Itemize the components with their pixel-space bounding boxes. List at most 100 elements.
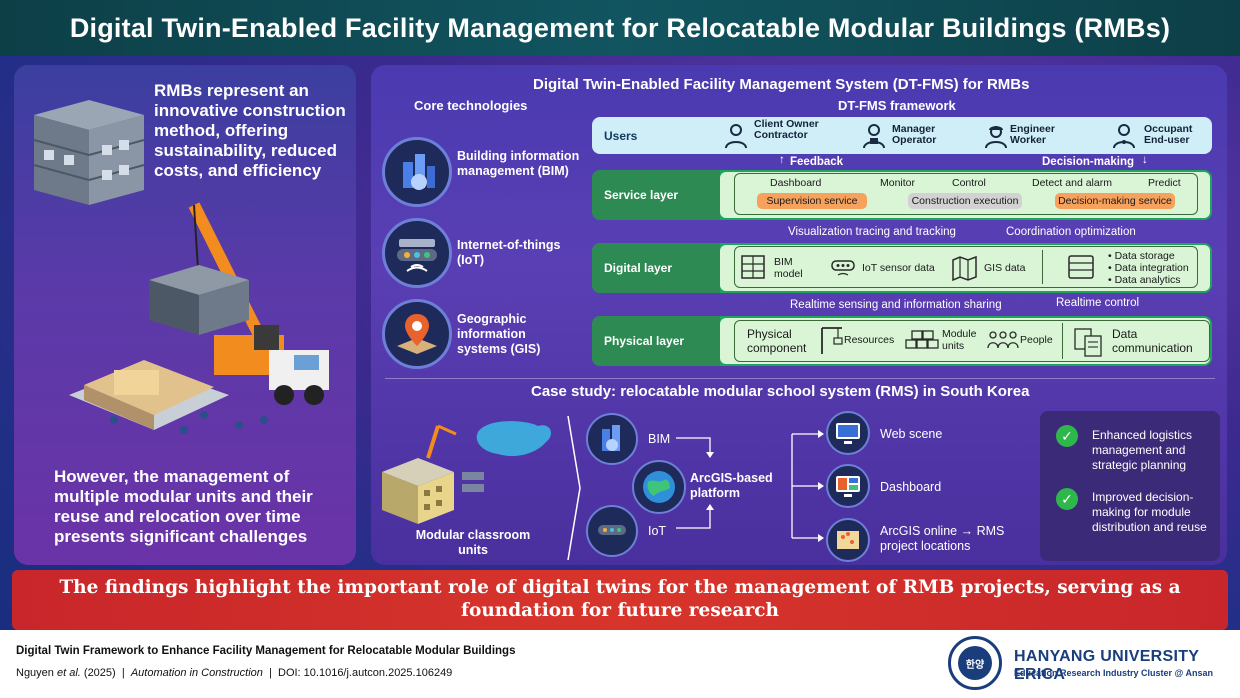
digital-item-iot: IoT sensor data — [862, 262, 935, 274]
case-iot-icon — [586, 505, 638, 557]
output-arrows — [791, 430, 824, 542]
university-seal-icon: 한양 — [948, 636, 1002, 690]
users-label: Users — [604, 129, 638, 143]
physical-layer-content — [720, 318, 1210, 364]
left-intro-text: RMBs represent an innovative constructio… — [154, 81, 346, 180]
lifted-module-icon — [149, 265, 249, 335]
web-scene-icon — [826, 411, 870, 455]
findings-text: The findings highlight the important rol… — [59, 577, 1181, 621]
user-group-engineer: Engineer Worker — [1010, 123, 1055, 146]
dashboard-icon — [826, 464, 870, 508]
citation-separator: | — [118, 667, 128, 679]
service-layer-frame — [734, 173, 1198, 215]
construction-execution-pill: Construction execution — [908, 193, 1022, 209]
paper-title: Digital Twin Framework to Enhance Facili… — [16, 645, 516, 657]
case-iot-label: IoT — [648, 524, 667, 538]
gis-data-map-icon — [952, 255, 977, 282]
citation: Nguyen et al. (2025) | Automation in Con… — [16, 667, 452, 679]
left-panel: RMBs represent an innovative constructio… — [14, 65, 356, 565]
core-technologies-label: Core technologies — [414, 98, 528, 113]
physical-divider — [1062, 323, 1063, 359]
data-op-analytics: • Data analytics — [1108, 274, 1181, 286]
physical-layer-frame — [734, 320, 1210, 362]
feedback-arrow-icon: ↑ — [779, 154, 785, 166]
outcome-logistics: Enhanced logistics management and strate… — [1092, 428, 1193, 472]
bim-model-icon — [741, 255, 765, 279]
data-communication-icon — [1074, 328, 1102, 357]
digital-layer-content — [720, 245, 1210, 291]
digital-divider — [1042, 250, 1043, 284]
construction-site-icon — [69, 360, 268, 434]
title-bar: Digital Twin-Enabled Facility Management… — [0, 0, 1240, 56]
citation-doi: DOI: 10.1016/j.autcon.2025.106249 — [278, 667, 453, 679]
iot-sensor-icon — [382, 218, 452, 288]
digital-item-bim: BIM model — [774, 256, 803, 280]
digital-item-gis: GIS data — [984, 262, 1026, 274]
output-web-scene: Web scene — [880, 427, 943, 441]
decision-arrow-icon: ↓ — [1142, 154, 1148, 166]
engineer-user-icon — [985, 126, 1007, 149]
iot-label: Internet-of-things (IoT) — [457, 238, 561, 267]
seal-inner: 한양 — [958, 646, 992, 680]
bim-label: Building information management (BIM) — [457, 149, 580, 178]
university-name: HANYANG UNIVERSITY ERICA — [1014, 648, 1199, 683]
realtime-sensing-connector: Realtime sensing and information sharing — [790, 299, 1002, 311]
data-ops-list: • Data storage • Data integration • Data… — [1108, 250, 1189, 286]
modular-building-icon — [33, 100, 145, 205]
client-user-icon — [725, 124, 747, 149]
realtime-control-connector: Realtime control — [1056, 297, 1140, 309]
decision-making-label: Decision-making — [1042, 156, 1135, 168]
physical-item-modules: Module units — [942, 328, 977, 352]
case-bim-label: BIM — [648, 432, 671, 446]
digital-layer-label: Digital layer — [604, 261, 673, 275]
case-bracket-icon — [567, 415, 581, 561]
service-layer-label: Service layer — [604, 188, 679, 202]
case-bim-icon — [586, 413, 638, 465]
left-challenge-text: However, the management of multiple modu… — [54, 467, 313, 546]
page-title: Digital Twin-Enabled Facility Management… — [69, 12, 1171, 43]
service-item-dashboard: Dashboard — [770, 177, 822, 189]
outcome-decision-making: Improved decision-making for module dist… — [1092, 490, 1207, 534]
decision-service-pill: Decision-making service — [1055, 193, 1175, 209]
check-icon: ✓ — [1056, 488, 1078, 510]
coordination-connector: Coordination optimization — [1006, 226, 1136, 238]
service-item-control: Control — [952, 177, 986, 189]
physical-layer-label: Physical layer — [604, 334, 685, 348]
physical-item-people: People — [1020, 334, 1053, 346]
supervision-service-pill: Supervision service — [757, 193, 867, 209]
platform-arrows — [676, 437, 714, 529]
module-units-icon — [905, 330, 939, 349]
bim-icon — [382, 137, 452, 207]
construction-illustration — [33, 100, 329, 434]
physical-item-data-communication: Data communication — [1112, 327, 1193, 355]
check-icon: ✓ — [1056, 425, 1078, 447]
iot-sensor-data-icon — [831, 260, 855, 276]
section-divider — [385, 378, 1215, 379]
visualization-connector: Visualization tracing and tracking — [788, 226, 956, 238]
arcgis-globe-icon — [632, 460, 686, 514]
data-op-storage: • Data storage — [1108, 250, 1175, 262]
physical-item-component: Physical component — [747, 327, 807, 355]
findings-banner — [12, 570, 1228, 630]
classroom-label: Modular classroom units — [415, 528, 531, 557]
user-group-occupant: Occupant End-user — [1144, 123, 1193, 146]
feedback-label: Feedback — [790, 156, 844, 168]
service-item-predict: Predict — [1148, 177, 1181, 189]
gis-pin-icon — [382, 299, 452, 369]
output-dashboard: Dashboard — [880, 480, 942, 494]
platform-label: ArcGIS-based platform — [690, 471, 773, 500]
service-item-detect: Detect and alarm — [1032, 177, 1112, 189]
citation-authors: Nguyen — [16, 667, 54, 679]
resources-crane-icon — [821, 327, 843, 354]
physical-item-resources: Resources — [844, 334, 895, 346]
university-subtitle: Education Research Industry Cluster @ An… — [1014, 668, 1213, 678]
system-title: Digital Twin-Enabled Facility Management… — [533, 76, 1030, 93]
physical-layer-label-box — [592, 316, 720, 366]
framework-label: DT-FMS framework — [838, 98, 956, 113]
project-map-icon — [826, 518, 870, 562]
data-storage-icon — [1068, 255, 1094, 279]
citation-year: (2025) — [83, 667, 116, 679]
citation-et-al: et al. — [56, 667, 81, 679]
digital-layer-label-box — [592, 243, 720, 293]
footer — [0, 632, 1240, 698]
